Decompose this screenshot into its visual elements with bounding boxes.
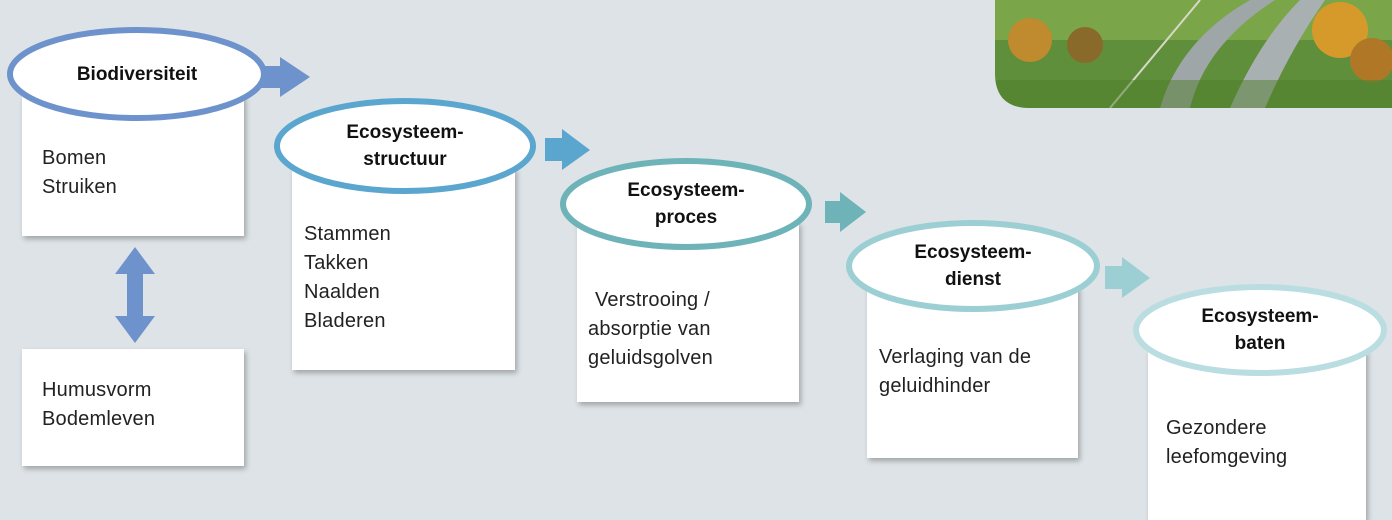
oval-baten — [1133, 284, 1387, 376]
title-biodiversiteit: Biodiversiteit — [76, 63, 198, 85]
items-structuur: Stammen Takken Naalden Bladeren — [304, 220, 391, 336]
landscape-photo — [995, 0, 1392, 108]
arrow-1-to-2 — [258, 57, 310, 97]
arrow-2-to-3 — [545, 129, 590, 170]
diagram-canvas: Bomen Struiken Humusvorm Bodemleven Stam… — [7, 0, 1392, 520]
item: geluidsgolven — [588, 347, 713, 369]
item: Bladeren — [304, 310, 386, 332]
item: leefomgeving — [1166, 446, 1288, 468]
oval-biodiversiteit — [7, 27, 267, 121]
item: Humusvorm — [42, 379, 152, 401]
items-baten: Gezondere leefomgeving — [1166, 414, 1287, 472]
item: Bodemleven — [42, 408, 156, 430]
oval-layer — [7, 27, 1387, 376]
item: Bomen — [42, 147, 107, 169]
item: Stammen — [304, 223, 391, 245]
arrow-3-to-4 — [825, 192, 866, 232]
item: absorptie van — [588, 318, 711, 340]
box-dienst — [867, 286, 1078, 458]
items-proces: Verstrooing / absorptie van geluidsgolve… — [588, 286, 713, 373]
items-bodem: Humusvorm Bodemleven — [42, 376, 155, 434]
item: Verlaging van de — [879, 346, 1032, 368]
items-dienst: Verlaging van de geluidhinder — [879, 343, 1031, 401]
arrow-4-to-5 — [1105, 257, 1150, 298]
title-proces: Ecosysteem- proces — [627, 180, 745, 228]
item: Struiken — [42, 176, 117, 198]
title-baten: Ecosysteem- baten — [1201, 306, 1319, 354]
flow-arrows — [258, 57, 1150, 298]
item: geluidhinder — [879, 375, 991, 397]
item: Verstrooing / — [595, 289, 710, 311]
item: Naalden — [304, 281, 380, 303]
item: Gezondere — [1166, 417, 1267, 439]
item: Takken — [304, 252, 369, 274]
title-dienst: Ecosysteem- dienst — [914, 242, 1032, 290]
oval-structuur — [274, 98, 536, 194]
title-structuur: Ecosysteem- structuur — [346, 122, 464, 170]
box-structuur — [292, 168, 515, 370]
box-proces — [577, 222, 799, 402]
items-biodiversiteit: Bomen Struiken — [42, 144, 117, 202]
double-arrow — [115, 247, 155, 343]
box-baten — [1148, 350, 1366, 520]
diagram-graphics — [115, 0, 1392, 343]
oval-dienst — [846, 220, 1100, 312]
oval-proces — [560, 158, 812, 250]
box-bodem — [22, 349, 244, 466]
